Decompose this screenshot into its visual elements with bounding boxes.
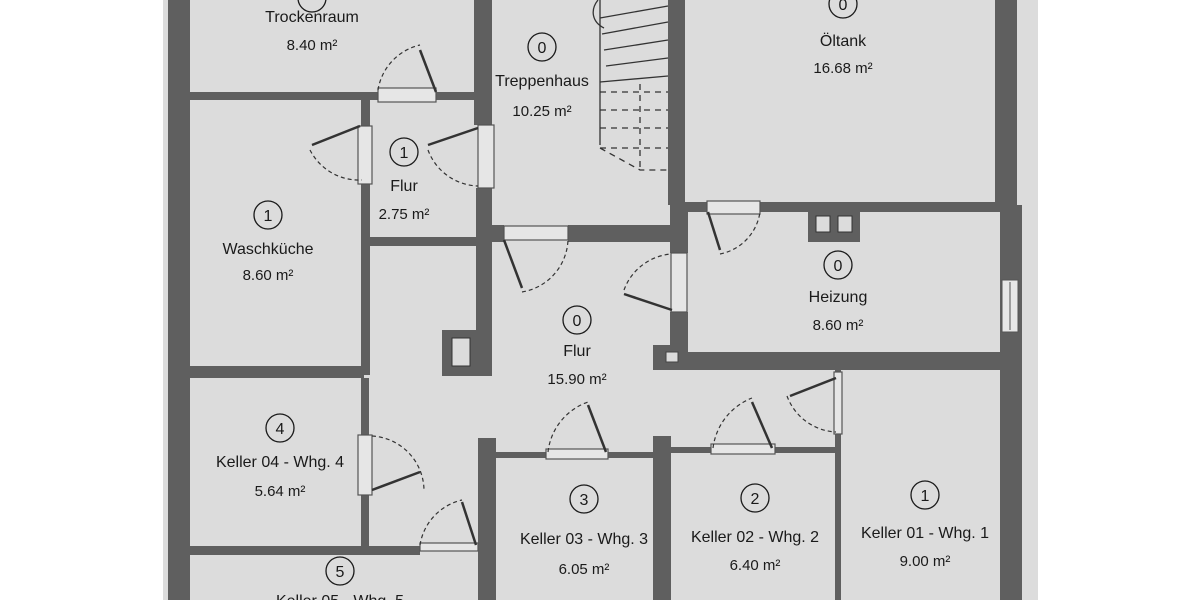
door-treppenhaus-upper	[427, 124, 495, 189]
room-trockenraum: Trockenraum 8.40 m²	[265, 0, 359, 54]
room-number: 2	[751, 491, 760, 508]
room-name: Öltank	[820, 32, 867, 50]
room-area: 8.40 m²	[287, 37, 338, 54]
room-area: 10.25 m²	[512, 103, 571, 120]
room-number-circle	[740, 483, 770, 513]
room-name: Trockenraum	[265, 9, 359, 26]
room-number: 1	[264, 208, 273, 225]
room-name: Keller 05 - Whg. 5	[276, 593, 404, 600]
doors	[309, 44, 843, 552]
room-number-circle	[389, 137, 419, 167]
room-number-circle	[253, 200, 283, 230]
room-number: 0	[573, 313, 582, 330]
room-number-circle	[265, 413, 295, 443]
room-name: Keller 04 - Whg. 4	[216, 454, 344, 471]
door-keller-01	[786, 371, 843, 435]
room-area: 8.60 m²	[243, 267, 294, 284]
room-name: Flur	[390, 178, 418, 195]
room-keller-05: 5Keller 05 - Whg. 5	[276, 556, 404, 600]
room-number-circle	[527, 32, 557, 62]
room-number-circle	[910, 480, 940, 510]
room-area: 2.75 m²	[379, 206, 430, 223]
door-trockenraum	[377, 44, 438, 103]
room-number-circle	[828, 0, 858, 19]
room-number: 1	[400, 145, 409, 162]
walls	[168, 0, 1022, 600]
door-keller-05	[419, 499, 479, 552]
room-number: 0	[839, 0, 848, 14]
door-keller-02	[710, 397, 776, 455]
room-number-circle	[569, 484, 599, 514]
staircase	[592, 0, 669, 171]
room-name: Keller 01 - Whg. 1	[861, 525, 989, 542]
room-area: 16.68 m²	[813, 60, 872, 77]
room-number: 1	[921, 488, 930, 505]
door-keller-03	[545, 401, 609, 460]
door-heizung	[623, 252, 688, 313]
room-area: 15.90 m²	[547, 371, 606, 388]
door-treppenhaus-lower	[502, 225, 569, 293]
room-number: 5	[336, 564, 345, 581]
room-name: Treppenhaus	[495, 73, 589, 90]
room-name: Keller 03 - Whg. 3	[520, 531, 648, 548]
door-keller-04	[357, 434, 425, 496]
room-number-circle	[297, 0, 327, 13]
room-number: 0	[538, 40, 547, 57]
room-number: 3	[580, 492, 589, 509]
room-number-circle	[823, 250, 853, 280]
room-area: 8.60 m²	[813, 317, 864, 334]
room-number-circle	[325, 556, 355, 586]
room-area: 5.64 m²	[255, 483, 306, 500]
room-area: 9.00 m²	[900, 553, 951, 570]
room-name: Keller 02 - Whg. 2	[691, 529, 819, 546]
door-waschkueche	[309, 124, 373, 185]
room-name: Heizung	[809, 289, 868, 306]
room-name: Flur	[563, 343, 591, 360]
room-name: Waschküche	[223, 241, 314, 258]
room-number: 4	[276, 421, 285, 438]
room-number-circle	[562, 305, 592, 335]
room-area: 6.40 m²	[730, 557, 781, 574]
room-area: 6.05 m²	[559, 561, 610, 578]
door-oeltank	[706, 200, 761, 255]
room-number: 0	[834, 258, 843, 275]
